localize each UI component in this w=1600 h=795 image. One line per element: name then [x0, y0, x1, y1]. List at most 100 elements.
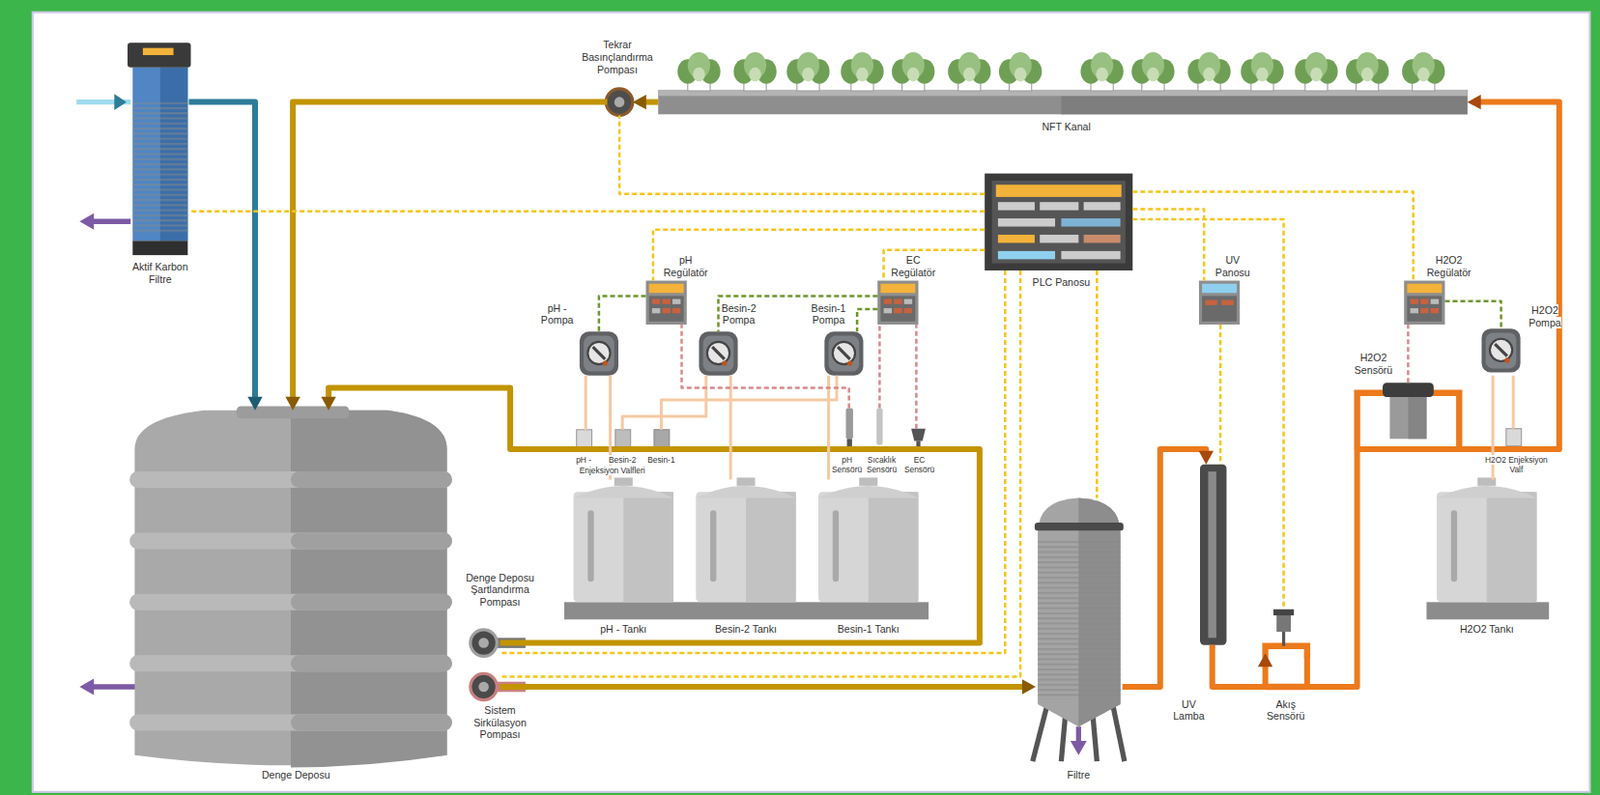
uv-panel — [1221, 300, 1234, 306]
injection-valve — [1506, 428, 1522, 447]
uv-panel — [1201, 295, 1237, 321]
label-box: UV Lamba — [1166, 698, 1211, 723]
component: Denge Deposu — [134, 410, 447, 761]
plant-leaf — [1310, 67, 1323, 83]
sensor-line — [878, 324, 882, 409]
sensor-line — [915, 324, 917, 429]
label-box: PLC Panosu — [1015, 276, 1108, 289]
label-box: Besin-2 — [604, 455, 640, 465]
label-box: Besin-2 Tankı — [699, 623, 792, 636]
label-box: Akış Sensörü — [1259, 698, 1312, 723]
illustration — [695, 477, 797, 602]
component-label: Sistem Sirkülasyon Pompası — [473, 704, 527, 741]
component: H2O2 Regülatör — [1403, 281, 1445, 325]
sensor — [846, 408, 854, 440]
bypass-pipe — [1265, 646, 1308, 659]
uv-panel — [1201, 284, 1237, 294]
plants — [677, 52, 1445, 91]
plc-line — [500, 270, 1006, 654]
sensor-line — [682, 324, 850, 409]
pump — [614, 96, 626, 108]
pipe — [1307, 102, 1560, 687]
uv-panel — [1199, 281, 1240, 325]
illustration — [579, 331, 619, 375]
control-line — [857, 309, 878, 332]
pump — [470, 629, 497, 657]
arrowhead — [632, 94, 647, 110]
label-box: H2O2 Sensörü — [1347, 351, 1400, 376]
component-label: Tekrar Basınçlandırma Pompası — [581, 38, 654, 75]
arrowhead — [247, 397, 262, 411]
plc-panel — [1039, 234, 1079, 243]
sand-filter — [1112, 702, 1125, 762]
component-label: Besin-1 Pompa — [811, 302, 847, 327]
flow-sensor — [1273, 609, 1294, 616]
plant-leaf — [963, 67, 976, 83]
component-label: UV Panosu — [1215, 254, 1251, 279]
plant-leaf — [1417, 67, 1430, 83]
sensor-line — [914, 324, 918, 429]
label-box: EC Sensörü — [901, 455, 939, 475]
plc-panel — [984, 173, 1133, 271]
drain-pipe — [89, 219, 131, 225]
label-box: H2O2 Pompa — [1520, 304, 1571, 329]
component-label: pH Regülatör — [663, 254, 709, 279]
component-label: Filtre — [1067, 769, 1091, 781]
component: pH - — [576, 429, 593, 450]
sensor-line — [1407, 324, 1409, 383]
h2o2-sensor — [1382, 382, 1434, 439]
uv-lamp — [1200, 464, 1227, 646]
component: Tekrar Basınçlandırma Pompası — [606, 89, 632, 115]
component-label: Sıcaklık Sensörü — [866, 455, 897, 475]
flow-sensor — [1276, 613, 1291, 632]
control-line — [599, 295, 647, 332]
label-box: pH - — [571, 455, 596, 465]
illustration — [1436, 477, 1538, 602]
panel — [32, 12, 1591, 793]
control-line — [1445, 301, 1502, 330]
component-label: pH - Pompa — [541, 302, 574, 327]
h2o2-sensor — [1389, 396, 1427, 439]
plc-panel — [998, 201, 1035, 210]
label-box: Besin-1 — [643, 455, 679, 465]
component-label: pH - — [575, 455, 592, 465]
illustration — [698, 331, 738, 375]
uv-lamp — [1207, 471, 1216, 638]
dosing-tube — [1513, 375, 1515, 429]
sensor — [876, 408, 883, 446]
label-box: pH - Tankı — [577, 623, 670, 636]
label-box: pH Regülatör — [657, 254, 715, 279]
component-label: Denge Deposu — [261, 769, 331, 781]
component-label: Besin-2 — [608, 455, 636, 465]
pump — [605, 88, 632, 115]
drain-pipe — [79, 213, 137, 696]
drain-pipe — [79, 679, 94, 696]
dosing-tube — [828, 375, 829, 481]
balance-tank — [290, 594, 453, 611]
label-box: Filtre — [1048, 769, 1110, 782]
sand-filter — [1032, 702, 1049, 762]
illustration — [1481, 328, 1520, 372]
sensor-line — [682, 324, 850, 409]
component: H2O2 Pompa — [1481, 328, 1520, 376]
balance-tank — [290, 714, 453, 732]
h2o2-sensor — [1382, 382, 1434, 398]
control-line — [718, 295, 879, 332]
pipe — [500, 679, 1036, 694]
component: Sıcaklık Sensörü — [875, 408, 884, 450]
drain-pipe — [79, 213, 94, 230]
label-box: Besin-1 Pompa — [801, 302, 856, 327]
component-label: PLC Panosu — [1032, 276, 1090, 288]
balance-tank — [290, 532, 453, 549]
component: Besin-2 Tankı — [695, 480, 797, 603]
uv-panel — [1199, 281, 1240, 325]
plant-leaf — [1095, 67, 1109, 83]
plc-line — [1132, 219, 1284, 610]
component-label: Denge Deposu Şartlandırma Pompası — [465, 571, 535, 608]
balance-tank — [129, 655, 453, 672]
component-label: H2O2 Sensörü — [1354, 351, 1393, 376]
plc-line — [1132, 192, 1413, 282]
sensor-line — [879, 324, 881, 409]
plant-leaf — [801, 67, 815, 83]
